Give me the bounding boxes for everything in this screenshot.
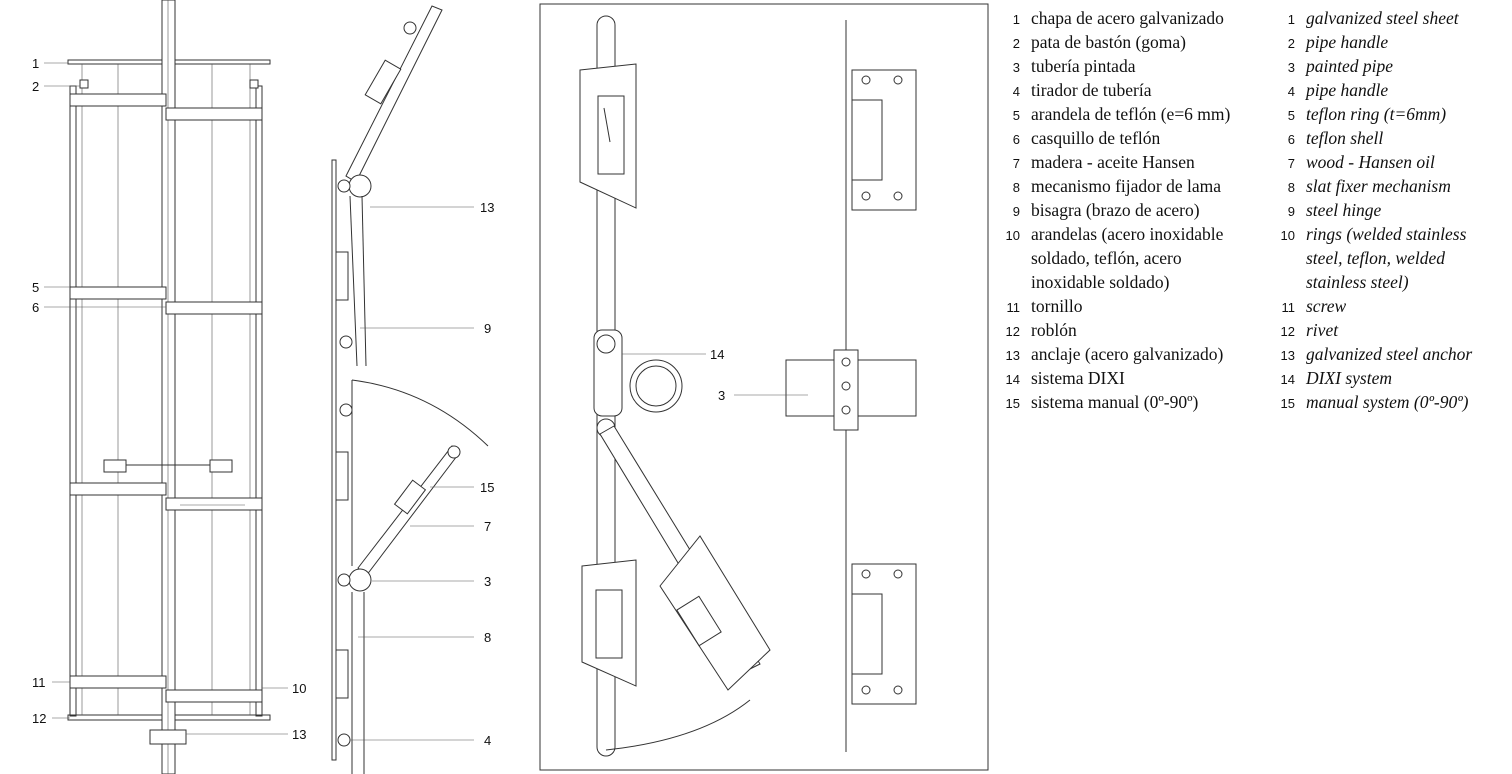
legend-es-number: 3	[1012, 60, 1020, 75]
legend-es-text: arandelas (acero inoxidable	[1031, 224, 1224, 244]
legend-es-number: 4	[1012, 84, 1020, 99]
legend-es-number: 8	[1012, 180, 1020, 195]
legend-en-number: 5	[1287, 108, 1295, 123]
callout-9: 9	[484, 321, 491, 336]
legend-es-text: tirador de tubería	[1031, 80, 1152, 100]
legend-en-text: wood - Hansen oil	[1306, 152, 1435, 172]
legend-es-number: 12	[1005, 324, 1020, 339]
callout-8: 8	[484, 630, 491, 645]
legend-en-text: painted pipe	[1306, 56, 1393, 76]
legend-es-text: mecanismo fijador de lama	[1031, 176, 1221, 196]
callout-14: 14	[710, 347, 724, 362]
legend-es-number: 6	[1012, 132, 1020, 147]
legend-en-number: 11	[1281, 300, 1296, 315]
legend-en-text: galvanized steel anchor	[1306, 344, 1473, 364]
legend-en-text: DIXI system	[1306, 368, 1393, 388]
legend-en-number: 6	[1287, 132, 1295, 147]
legend-es-text: bisagra (brazo de acero)	[1031, 200, 1200, 220]
legend-en-text: pipe handle	[1306, 32, 1389, 52]
callout-3-detail: 3	[718, 388, 725, 403]
callout-11: 11	[32, 675, 46, 690]
legend-es-text: casquillo de teflón	[1031, 128, 1161, 148]
legend-en-text: pipe handle	[1306, 80, 1389, 100]
legend-es-number: 1	[1012, 12, 1020, 27]
detail-box	[539, 3, 989, 771]
legend-en-text: teflon ring (t=6mm)	[1306, 104, 1447, 124]
callout-2: 2	[32, 79, 39, 94]
legend-en-number: 9	[1287, 204, 1295, 219]
legend-es-text: tubería pintada	[1031, 56, 1136, 76]
callout-15: 15	[480, 480, 494, 495]
legend: 1 chapa de acero galvanizado 2 pata de bast…	[1000, 6, 1510, 426]
legend-en-number: 14	[1280, 372, 1295, 387]
legend-en-text: steel hinge	[1306, 200, 1382, 220]
legend-en-number: 7	[1287, 156, 1295, 171]
callout-10: 10	[292, 681, 306, 696]
legend-es-text: arandela de teflón (e=6 mm)	[1031, 104, 1231, 124]
legend-es-number: 14	[1005, 372, 1020, 387]
callout-5: 5	[32, 280, 39, 295]
left-callouts: 1 2 5 6 11 12 10 13	[32, 56, 306, 742]
callout-4: 4	[484, 733, 491, 748]
legend-en-text: rings (welded stainless	[1306, 224, 1467, 244]
legend-es-text: madera - aceite Hansen	[1031, 152, 1195, 172]
legend-es-number: 11	[1006, 300, 1021, 315]
legend-es-text: anclaje (acero galvanizado)	[1031, 344, 1224, 364]
legend-en-number: 3	[1287, 60, 1295, 75]
legend-es-text: roblón	[1031, 320, 1077, 340]
legend-en-number: 4	[1287, 84, 1295, 99]
legend-en-text: teflon shell	[1306, 128, 1384, 148]
legend-es-text: pata de bastón (goma)	[1031, 32, 1187, 52]
legend-en-text: stainless steel)	[1306, 272, 1409, 292]
legend-es-number: 7	[1012, 156, 1020, 171]
legend-es-text: sistema manual (0º-90º)	[1031, 392, 1199, 412]
legend-es-number: 15	[1005, 396, 1020, 411]
section-callouts: 13 9 15 7 3 8 4	[480, 200, 494, 748]
legend-en-text: screw	[1306, 296, 1347, 316]
legend-es-number: 2	[1012, 36, 1020, 51]
legend-es-number: 13	[1005, 348, 1020, 363]
legend-en-number: 12	[1280, 324, 1295, 339]
legend-en-text: steel, teflon, welded	[1306, 248, 1445, 268]
legend-en-text: galvanized steel sheet	[1306, 8, 1459, 28]
legend-en-number: 13	[1280, 348, 1295, 363]
legend-en-number: 15	[1280, 396, 1295, 411]
callout-13-left: 13	[292, 727, 306, 742]
callout-13-section: 13	[480, 200, 494, 215]
callout-12: 12	[32, 711, 46, 726]
legend-en-text: rivet	[1306, 320, 1339, 340]
legend-es-text: tornillo	[1031, 296, 1083, 316]
callout-7: 7	[484, 519, 491, 534]
legend-en-number: 2	[1287, 36, 1295, 51]
legend-es-number: 10	[1005, 228, 1020, 243]
section-view	[331, 5, 489, 774]
legend-en-number: 1	[1287, 12, 1295, 27]
callout-6: 6	[32, 300, 39, 315]
legend-en-text: manual system (0º-90º)	[1306, 392, 1469, 412]
detail-callouts: 14 3	[710, 347, 725, 403]
legend-es-text: chapa de acero galvanizado	[1031, 8, 1224, 28]
legend-es-text: soldado, teflón, acero	[1031, 248, 1182, 268]
left-elevation	[44, 0, 288, 774]
legend-es-number: 9	[1012, 204, 1020, 219]
callout-3-section: 3	[484, 574, 491, 589]
callout-1: 1	[32, 56, 39, 71]
legend-es-text: inoxidable soldado)	[1031, 272, 1170, 292]
legend-en-number: 8	[1287, 180, 1295, 195]
legend-en-text: slat fixer mechanism	[1306, 176, 1451, 196]
legend-es-number: 5	[1012, 108, 1020, 123]
legend-es-text: sistema DIXI	[1031, 368, 1125, 388]
legend-en-number: 10	[1280, 228, 1295, 243]
